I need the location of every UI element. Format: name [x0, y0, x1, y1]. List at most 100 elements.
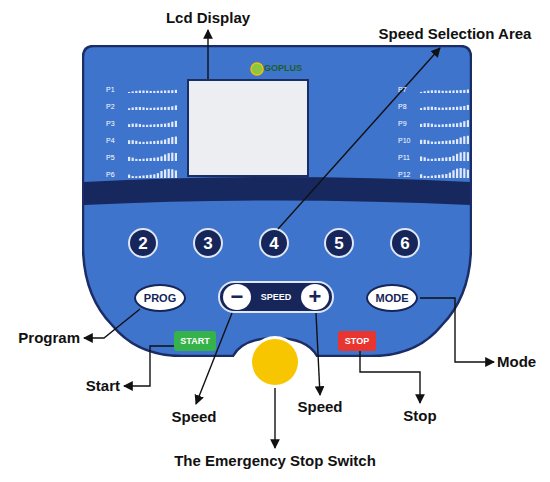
mode-button: MODE — [366, 284, 418, 312]
bar-segment — [456, 139, 458, 144]
callout-label: Program — [2, 330, 80, 345]
program-bars — [128, 90, 469, 178]
bar-segment — [146, 91, 148, 93]
bar-segment — [445, 124, 447, 127]
bar-segment — [445, 91, 447, 93]
bar-segment — [438, 108, 440, 110]
bar-segment — [171, 153, 173, 161]
bar-segment — [438, 125, 440, 127]
speed-down-button: − — [223, 284, 251, 310]
callout-label: Speed — [290, 399, 350, 414]
bar-segment — [168, 90, 170, 93]
bar-segment — [434, 142, 436, 144]
button-label: 2 — [138, 235, 147, 252]
bar-segment — [427, 176, 429, 178]
bar-segment — [456, 90, 458, 93]
program-label: P2 — [106, 103, 126, 110]
bar-segment — [442, 91, 444, 93]
bar-segment — [157, 141, 159, 144]
bar-segment — [135, 91, 137, 93]
bar-segment — [160, 140, 162, 144]
bar-segment — [434, 175, 436, 178]
bar-segment — [168, 169, 170, 178]
bar-segment — [463, 136, 465, 144]
stop-button: STOP — [338, 331, 376, 351]
bar-segment — [128, 175, 130, 178]
panel-band — [84, 177, 470, 205]
bar-segment — [427, 159, 429, 161]
bar-segment — [146, 175, 148, 178]
bar-segment — [171, 137, 173, 144]
button-label: START — [180, 337, 209, 346]
bar-segment — [160, 91, 162, 93]
button-label: PROG — [144, 293, 176, 304]
start-button: START — [174, 331, 216, 351]
emergency-stop-button — [252, 339, 298, 385]
bar-segment — [168, 138, 170, 144]
bar-segment — [445, 107, 447, 110]
bar-segment — [442, 141, 444, 144]
bar-segment — [452, 107, 454, 110]
leader-line — [84, 309, 140, 338]
bar-segment — [420, 156, 422, 161]
bar-segment — [175, 90, 177, 93]
bar-segment — [438, 158, 440, 161]
program-label: P12 — [398, 171, 418, 178]
bar-segment — [460, 137, 462, 144]
bar-segment — [427, 91, 429, 93]
bar-segment — [142, 90, 144, 93]
bar-segment — [445, 174, 447, 178]
bar-segment — [171, 90, 173, 93]
bar-segment — [157, 91, 159, 93]
bar-segment — [467, 152, 469, 161]
leader-line — [124, 346, 174, 386]
bar-segment — [139, 124, 141, 127]
callout-label: Mode — [497, 354, 549, 369]
bar-segment — [132, 140, 134, 144]
bar-segment — [449, 173, 451, 178]
program-label: P11 — [398, 154, 418, 161]
bar-segment — [463, 152, 465, 161]
callout-label: Speed Selection Area — [362, 26, 548, 41]
bar-segment — [427, 123, 429, 127]
logo-icon — [251, 63, 263, 75]
bar-segment — [424, 157, 426, 161]
emergency-ring — [249, 336, 301, 388]
button-label: 4 — [269, 235, 278, 252]
program-label: P4 — [106, 137, 126, 144]
bar-segment — [160, 107, 162, 110]
number-button: 3 — [193, 228, 223, 258]
bar-segment — [427, 140, 429, 144]
callout-label: The Emergency Stop Switch — [125, 453, 425, 468]
bar-segment — [164, 154, 166, 161]
button-label: MODE — [376, 293, 409, 304]
button-label: SPEED — [261, 293, 292, 302]
bar-segment — [164, 169, 166, 178]
program-label: P6 — [106, 171, 126, 178]
bar-segment — [150, 125, 152, 127]
bar-segment — [438, 175, 440, 178]
bar-segment — [175, 137, 177, 144]
bar-segment — [128, 157, 130, 161]
bar-segment — [449, 107, 451, 110]
bar-segment — [146, 125, 148, 127]
bar-segment — [431, 107, 433, 110]
program-label: P9 — [398, 120, 418, 127]
bar-segment — [135, 159, 137, 161]
bar-segment — [427, 107, 429, 110]
bar-segment — [164, 140, 166, 144]
bar-segment — [442, 158, 444, 161]
bar-segment — [456, 123, 458, 127]
bar-segment — [146, 158, 148, 161]
program-label: P3 — [106, 120, 126, 127]
bar-segment — [424, 176, 426, 178]
program-label: P1 — [106, 86, 126, 93]
bar-segment — [420, 108, 422, 110]
bar-segment — [132, 176, 134, 178]
speed-pill: SPEED−+ — [218, 281, 334, 313]
number-button: 4 — [259, 228, 289, 258]
bar-segment — [128, 140, 130, 144]
bar-segment — [442, 108, 444, 110]
